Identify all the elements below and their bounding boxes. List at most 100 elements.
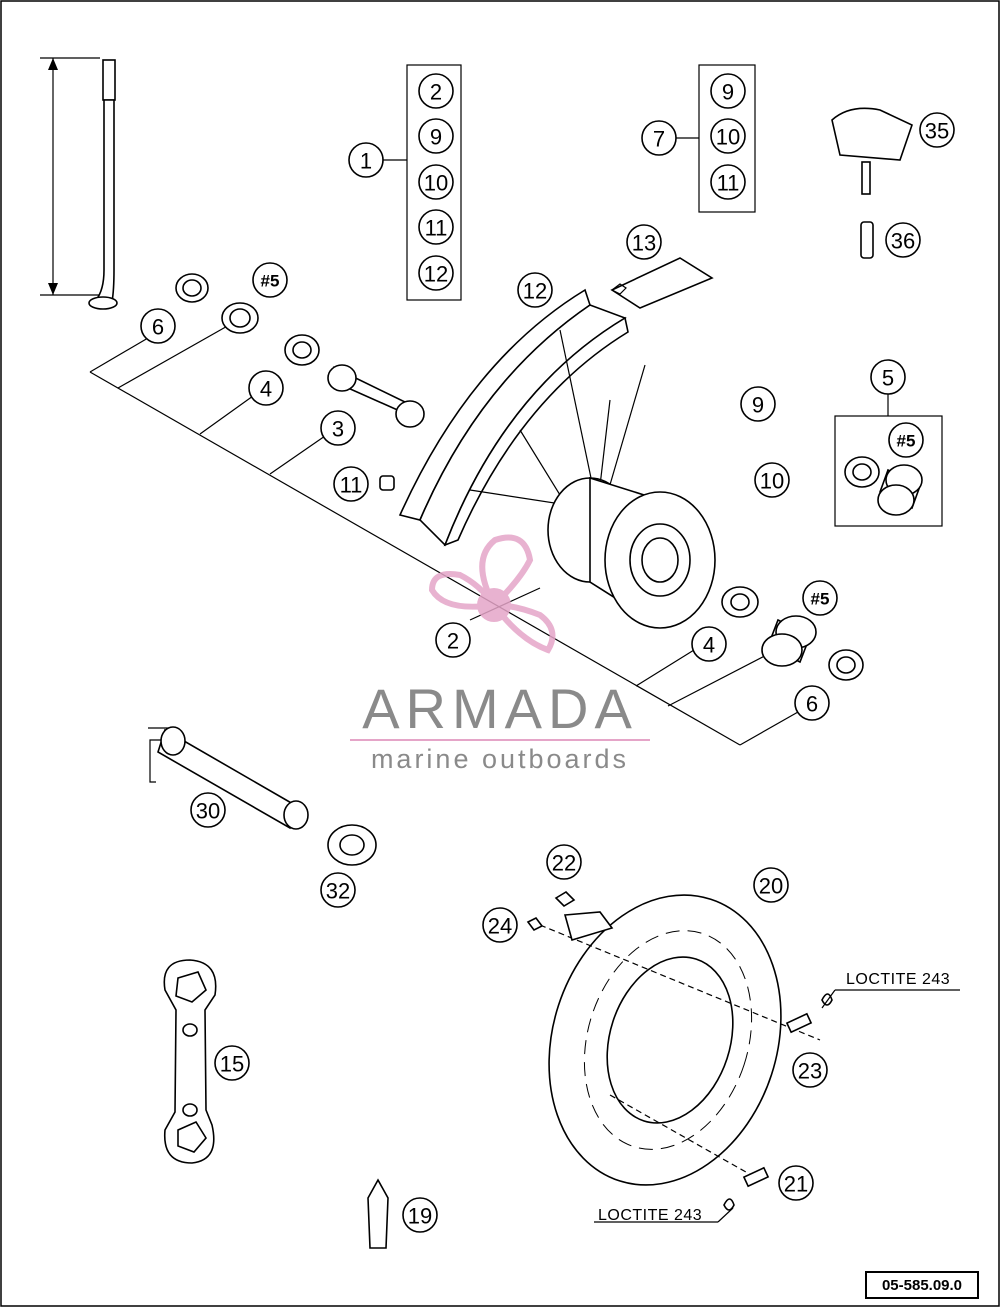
callout-circle bbox=[418, 73, 454, 109]
callout-4-25: 4 bbox=[691, 626, 727, 662]
callout-circle bbox=[919, 112, 955, 148]
callout-11-18: 11 bbox=[333, 466, 369, 502]
wheel-hub bbox=[547, 476, 716, 629]
watermark-brand: ARMADA bbox=[362, 677, 638, 740]
loctite-label-top: LOCTITE 243 bbox=[846, 971, 950, 988]
callout-circle bbox=[435, 622, 471, 658]
callout-circle bbox=[320, 872, 356, 908]
callout-circle bbox=[214, 1045, 250, 1081]
callout-label: 7 bbox=[653, 127, 665, 152]
callout-5-21: 5 bbox=[870, 359, 906, 395]
callout-label: #5 bbox=[261, 272, 280, 291]
callout-6-26: 6 bbox=[794, 685, 830, 721]
callout-11-4: 11 bbox=[418, 209, 454, 245]
callout-circle bbox=[754, 462, 790, 498]
callout-circle bbox=[740, 386, 776, 422]
callout-15-34: 15 bbox=[214, 1045, 250, 1081]
callout-circle bbox=[691, 626, 727, 662]
valve-insert-part bbox=[860, 221, 874, 259]
callout-hash5-14: #5 bbox=[252, 262, 288, 298]
callout-circle bbox=[418, 118, 454, 154]
tire-segment bbox=[610, 257, 714, 309]
callout-21-33: 21 bbox=[778, 1165, 814, 1201]
callout-label: 22 bbox=[552, 851, 576, 876]
callout-label: 21 bbox=[784, 1172, 808, 1197]
callout-circle bbox=[778, 1165, 814, 1201]
callout-10-3: 10 bbox=[418, 164, 454, 200]
callout-label: 9 bbox=[722, 80, 734, 105]
callout-6-15: 6 bbox=[140, 308, 176, 344]
loctite-tube-part bbox=[367, 1178, 389, 1249]
callout-label: 12 bbox=[424, 262, 448, 287]
drawing-code: 05-585.09.0 bbox=[882, 1277, 962, 1294]
callout-12-13: 12 bbox=[517, 272, 553, 308]
callout-20-31: 20 bbox=[753, 867, 789, 903]
callout-label: 6 bbox=[152, 315, 164, 340]
callout-label: 2 bbox=[430, 80, 442, 105]
callout-hash5-22: #5 bbox=[888, 422, 924, 458]
spoke-nipple-small bbox=[379, 475, 395, 491]
callout-circle bbox=[710, 164, 746, 200]
callout-label: 15 bbox=[220, 1052, 244, 1077]
seal-ring-right bbox=[828, 649, 864, 681]
callout-label: 36 bbox=[891, 229, 915, 254]
axle-nut-part bbox=[327, 824, 377, 866]
callout-circle bbox=[248, 370, 284, 406]
callout-circle bbox=[320, 410, 356, 446]
callout-hash5-24: #5 bbox=[802, 580, 838, 616]
callout-label: 10 bbox=[716, 125, 740, 150]
spacer-ring-left bbox=[221, 302, 259, 334]
callout-label: 10 bbox=[424, 171, 448, 196]
callout-circle bbox=[753, 867, 789, 903]
group-box-1 bbox=[406, 64, 462, 301]
callout-label: 11 bbox=[425, 216, 448, 241]
callout-36-11: 36 bbox=[885, 222, 921, 258]
callout-10-8: 10 bbox=[710, 118, 746, 154]
callout-circle bbox=[885, 222, 921, 258]
callout-35-10: 35 bbox=[919, 112, 955, 148]
callout-label: #5 bbox=[811, 590, 830, 609]
callout-circle bbox=[794, 685, 830, 721]
callout-label: 32 bbox=[326, 879, 350, 904]
callout-30-27: 30 bbox=[190, 792, 226, 828]
callout-label: 4 bbox=[260, 377, 272, 402]
callout-13-12: 13 bbox=[626, 224, 662, 260]
disc-fasteners bbox=[526, 890, 960, 1223]
callout-4-16: 4 bbox=[248, 370, 284, 406]
callout-circle bbox=[418, 255, 454, 291]
callout-label: 4 bbox=[703, 633, 715, 658]
callout-circle bbox=[190, 792, 226, 828]
callout-1-0: 1 bbox=[348, 142, 384, 178]
rim-segment bbox=[398, 288, 629, 547]
axle-centerline bbox=[89, 319, 799, 746]
callout-circle bbox=[710, 118, 746, 154]
callout-label: 11 bbox=[340, 473, 363, 498]
callout-12-5: 12 bbox=[418, 255, 454, 291]
callout-10-20: 10 bbox=[754, 462, 790, 498]
callout-11-9: 11 bbox=[710, 164, 746, 200]
callout-circle bbox=[418, 164, 454, 200]
callout-label: 35 bbox=[925, 119, 949, 144]
callout-label: 5 bbox=[882, 366, 894, 391]
callout-9-19: 9 bbox=[740, 386, 776, 422]
callout-circle bbox=[792, 1052, 828, 1088]
callout-9-7: 9 bbox=[710, 73, 746, 109]
callout-label: 12 bbox=[523, 279, 547, 304]
callout-32-28: 32 bbox=[320, 872, 356, 908]
callout-circle bbox=[333, 466, 369, 502]
callout-circle bbox=[348, 142, 384, 178]
callout-9-2: 9 bbox=[418, 118, 454, 154]
spoke-part bbox=[88, 59, 118, 310]
spoke-length-dimension bbox=[40, 57, 100, 296]
callout-circle bbox=[641, 120, 677, 156]
callout-circle bbox=[252, 262, 288, 298]
bearing-right bbox=[721, 586, 759, 618]
callout-24-30: 24 bbox=[482, 907, 518, 943]
callout-label: 2 bbox=[447, 629, 459, 654]
callout-19-35: 19 bbox=[402, 1197, 438, 1233]
callout-label: 19 bbox=[408, 1204, 432, 1229]
watermark-tagline: marine outboards bbox=[371, 744, 629, 774]
axle-spacer-tube bbox=[327, 364, 425, 428]
